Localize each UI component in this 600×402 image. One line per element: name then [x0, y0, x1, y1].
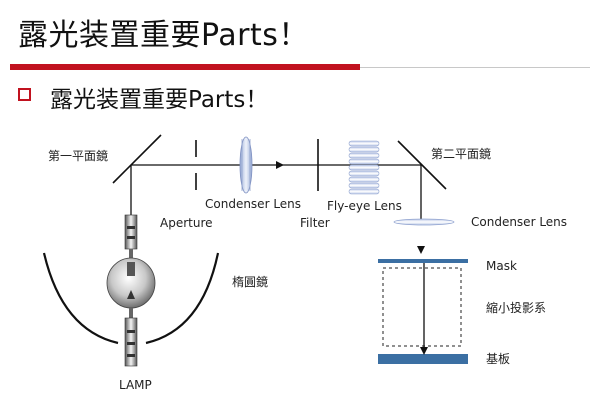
bullet-square-icon [18, 88, 31, 101]
arrow-to-condenser2 [417, 246, 425, 254]
reduction-projection-system [382, 267, 462, 347]
label-projection-system: 縮小投影系 [486, 300, 546, 315]
condenser-lens-1 [239, 136, 253, 194]
arrow-to-substrate [420, 347, 428, 355]
label-filter: Filter [300, 216, 330, 230]
label-first-mirror: 第一平面鏡 [48, 148, 108, 163]
label-fly-eye-lens: Fly-eye Lens [327, 199, 402, 213]
lamp [106, 214, 156, 367]
label-substrate: 基板 [486, 352, 510, 366]
title-underline [10, 64, 360, 70]
second-flat-mirror [397, 140, 447, 190]
fly-eye-lens [348, 140, 380, 195]
label-mask: Mask [486, 259, 517, 273]
label-ellipsoidal-mirror: 楕圓鏡 [232, 274, 268, 289]
label-second-mirror: 第二平面鏡 [431, 146, 491, 161]
ellipsoidal-mirror [42, 252, 119, 345]
condenser-lens-2 [393, 218, 455, 226]
bullet-heading: 露光装置重要Parts！ [50, 87, 269, 113]
first-flat-mirror [112, 134, 162, 184]
substrate [378, 354, 468, 364]
label-condenser-lens-1: Condenser Lens [205, 197, 301, 211]
title-divider [360, 67, 590, 68]
label-condenser-lens-2: Condenser Lens [471, 215, 567, 229]
label-lamp: LAMP [119, 378, 152, 392]
label-aperture: Aperture [160, 216, 213, 230]
mask [378, 259, 468, 263]
arrow-to-mirror2 [276, 161, 284, 169]
page-title: 露光装置重要Parts！ [18, 18, 309, 53]
